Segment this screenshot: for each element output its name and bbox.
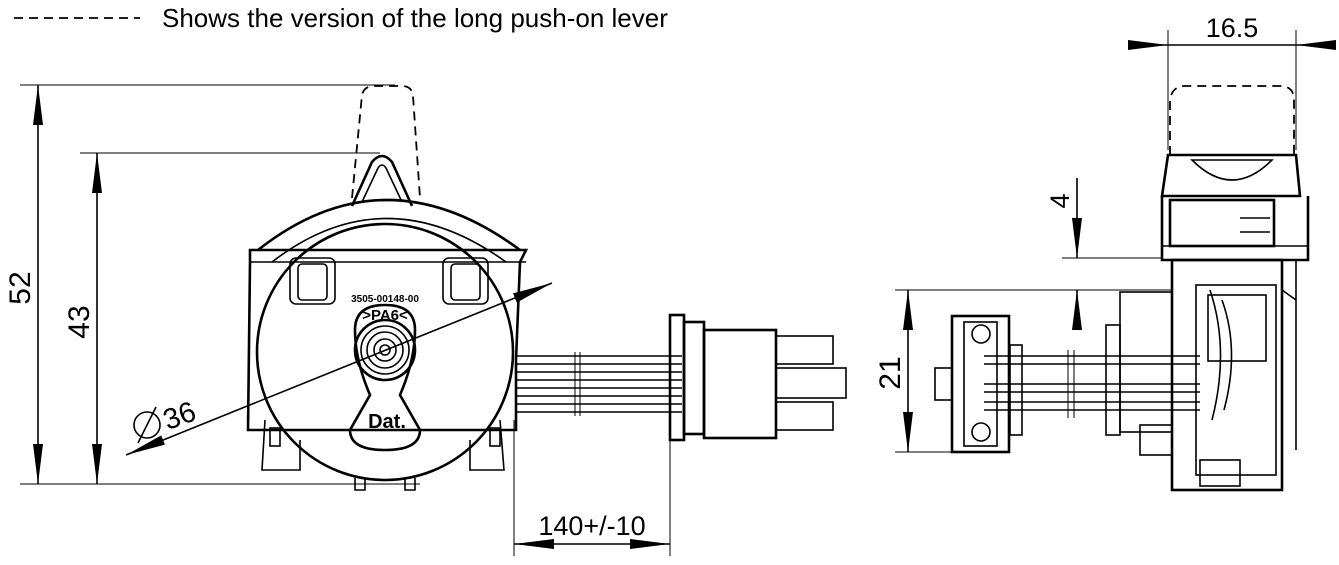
dim-4-label: 4 (1045, 193, 1075, 208)
dim-43-label: 43 (63, 305, 96, 338)
connector (668, 313, 847, 442)
front-view: 52 43 (4, 84, 847, 556)
side-view: 16.5 4 21 (874, 13, 1336, 492)
dim-21-label: 21 (874, 356, 907, 389)
dim-36-label: 36 (159, 396, 200, 437)
side-lever (1160, 153, 1302, 198)
cables (516, 352, 682, 416)
logo-text: Dat. (368, 411, 406, 433)
legend-text: Shows the version of the long push-on le… (162, 3, 668, 33)
dim-140-label: 140+/-10 (538, 511, 645, 541)
diameter-leader (125, 282, 553, 456)
dim-16-5-label: 16.5 (1206, 13, 1259, 43)
diameter-symbol (133, 411, 161, 439)
part-number-label: 3505-00148-00 (351, 294, 419, 305)
dim-52-label: 52 (4, 271, 37, 304)
short-lever (350, 154, 414, 207)
material-label: >PA6< (362, 307, 408, 324)
long-lever-outline (351, 85, 421, 199)
